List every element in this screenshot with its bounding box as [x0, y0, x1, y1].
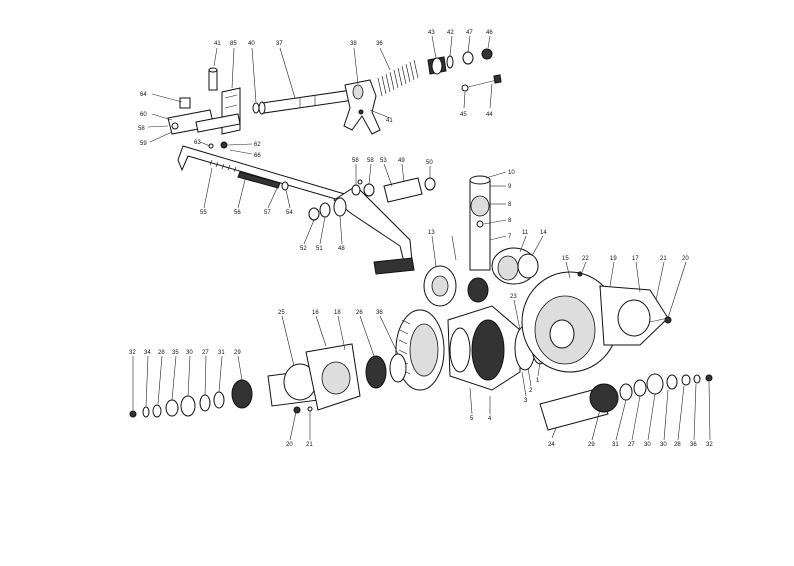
callout-9: 9: [508, 184, 512, 190]
callout-43: 43: [428, 30, 435, 36]
callout-26: 26: [356, 310, 363, 316]
callout-46: 46: [486, 30, 493, 36]
callout-58c: 58: [367, 158, 374, 164]
callout-60: 60: [140, 112, 147, 118]
callout-25: 25: [278, 310, 285, 316]
callout-64: 64: [140, 92, 147, 98]
callout-31b: 31: [612, 442, 619, 448]
callout-51: 51: [316, 246, 323, 252]
callout-59: 59: [140, 141, 147, 147]
callout-49: 49: [398, 158, 405, 164]
callout-53: 53: [380, 158, 387, 164]
callout-54: 54: [286, 210, 293, 216]
callout-28b: 28: [674, 442, 681, 448]
callout-31: 31: [218, 350, 225, 356]
callout-62: 62: [254, 142, 261, 148]
callout-22: 22: [582, 256, 589, 262]
callout-30c: 30: [660, 442, 667, 448]
crown-wheel: [395, 309, 445, 391]
callout-4: 4: [488, 416, 492, 422]
callout-3: 3: [524, 398, 528, 404]
callout-34: 34: [144, 350, 151, 356]
callout-41b: 41: [386, 118, 393, 124]
side-gears: [423, 247, 539, 307]
callout-20a: 20: [682, 256, 689, 262]
callout-50: 50: [426, 160, 433, 166]
callout-23: 23: [510, 294, 517, 300]
callout-47: 47: [466, 30, 473, 36]
callout-8b: 8: [508, 218, 512, 224]
callout-30: 30: [186, 350, 193, 356]
callout-5: 5: [470, 416, 474, 422]
callout-16: 16: [312, 310, 319, 316]
callout-44: 44: [486, 112, 493, 118]
callout-13: 13: [428, 230, 435, 236]
callout-52: 52: [300, 246, 307, 252]
callout-14: 14: [540, 230, 547, 236]
callout-63: 63: [194, 140, 201, 146]
interlock-assembly: [167, 67, 349, 203]
callout-19: 19: [610, 256, 617, 262]
callout-10: 10: [508, 170, 515, 176]
callout-21b: 21: [306, 442, 313, 448]
callout-32b: 32: [706, 442, 713, 448]
callout-35: 35: [172, 350, 179, 356]
shift-rail-assembly: [252, 48, 502, 135]
callout-45: 45: [460, 112, 467, 118]
callout-24: 24: [548, 442, 555, 448]
callout-48: 48: [338, 246, 345, 252]
callout-56: 56: [234, 210, 241, 216]
callout-38: 38: [350, 41, 357, 47]
callout-29: 29: [234, 350, 241, 356]
differential-case: [447, 305, 549, 391]
callout-27b: 27: [628, 442, 635, 448]
callout-1: 1: [536, 378, 540, 384]
callout-66: 66: [254, 153, 261, 159]
left-axle: [129, 343, 407, 418]
callout-15: 15: [562, 256, 569, 262]
callout-30b: 30: [644, 442, 651, 448]
callout-42: 42: [447, 30, 454, 36]
callout-20b: 20: [286, 442, 293, 448]
callout-36b: 36: [376, 310, 383, 316]
callout-21a: 21: [660, 256, 667, 262]
callout-55: 55: [200, 210, 207, 216]
callout-11: 11: [522, 230, 529, 236]
lever-assembly: [308, 177, 436, 275]
callout-28: 28: [158, 350, 165, 356]
callout-18: 18: [334, 310, 341, 316]
callout-36: 36: [376, 41, 383, 47]
brake-housing: [521, 271, 672, 373]
callout-32: 32: [129, 350, 136, 356]
callout-58b: 58: [352, 158, 359, 164]
callout-7: 7: [508, 234, 512, 240]
callout-85: 85: [230, 41, 237, 47]
callout-17: 17: [632, 256, 639, 262]
callout-58: 58: [138, 126, 145, 132]
callout-36c: 36: [690, 442, 697, 448]
callout-41: 41: [214, 41, 221, 47]
right-axle: [539, 373, 713, 431]
callout-29b: 29: [588, 442, 595, 448]
callout-27: 27: [202, 350, 209, 356]
callout-37: 37: [276, 41, 283, 47]
pinion-shaft: [467, 175, 491, 303]
callout-57: 57: [264, 210, 271, 216]
callout-40: 40: [248, 41, 255, 47]
leader-lines: [132, 35, 711, 441]
callout-8a: 8: [508, 202, 512, 208]
callout-2: 2: [529, 388, 533, 394]
callout-labels: 41 85 40 37 38 36 43 42 47 46 45 44 41 6…: [129, 30, 713, 448]
